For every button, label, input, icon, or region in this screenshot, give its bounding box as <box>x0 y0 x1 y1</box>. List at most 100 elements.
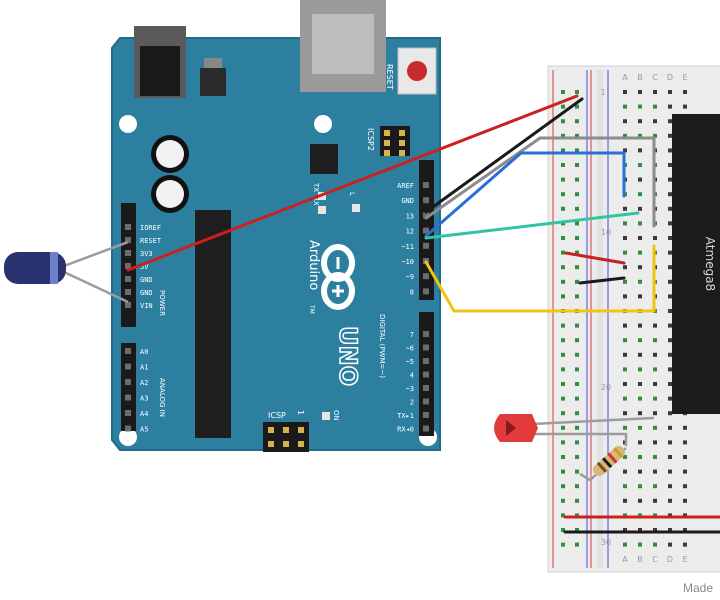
column-letter: A <box>622 555 628 564</box>
breadboard-hole <box>623 90 627 94</box>
breadboard-hole <box>638 206 642 211</box>
mounting-hole <box>119 115 137 133</box>
pin-socket <box>125 250 131 256</box>
pin-label: ~9 <box>406 273 414 281</box>
pin-label: ~5 <box>406 358 414 366</box>
breadboard-hole <box>683 425 687 430</box>
pin-socket <box>125 410 131 416</box>
voltage-regulator <box>200 68 226 96</box>
rail-hole <box>575 279 579 284</box>
analog-header <box>121 343 136 431</box>
breadboard-hole <box>683 498 687 503</box>
rail-hole <box>575 352 579 357</box>
reset-button-cap[interactable] <box>407 61 427 81</box>
breadboard-hole <box>668 177 672 182</box>
pin-socket <box>423 371 429 378</box>
column-letter: B <box>637 555 643 564</box>
pin-label: 5V <box>140 263 149 271</box>
rail-hole <box>575 498 579 503</box>
tx-label: TX <box>312 182 320 192</box>
breadboard-hole <box>638 440 642 445</box>
rail-hole <box>575 90 579 94</box>
rail-hole <box>561 513 565 518</box>
pin-socket <box>125 302 131 308</box>
row-number: 1 <box>600 88 605 97</box>
breadboard-hole <box>623 338 627 343</box>
rail-hole <box>575 206 579 211</box>
digital-label: DIGITAL (PWM=~) <box>378 314 386 378</box>
analog-pin-sockets <box>125 348 131 432</box>
pin-socket <box>423 425 429 432</box>
breadboard-hole <box>668 484 672 489</box>
row-number: 30 <box>601 538 611 547</box>
rail-hole <box>575 133 579 138</box>
pin-socket <box>125 224 131 230</box>
breadboard-hole <box>623 119 627 124</box>
breadboard-hole <box>623 323 627 328</box>
rail-hole <box>561 469 565 474</box>
breadboard-hole <box>668 411 672 416</box>
l-label: L <box>348 192 356 196</box>
column-letter: D <box>667 73 673 82</box>
breadboard-hole <box>668 148 672 153</box>
breadboard-hole <box>653 513 657 518</box>
icsp-label: ICSP <box>268 411 286 420</box>
icsp-pin1-label: 1 <box>296 410 305 415</box>
breadboard-hole <box>638 221 642 226</box>
breadboard-hole <box>668 352 672 357</box>
pin-label: AREF <box>397 182 414 190</box>
pin-socket <box>125 263 131 269</box>
rail-hole <box>575 148 579 153</box>
breadboard-hole <box>623 498 627 503</box>
breadboard-hole <box>653 382 657 386</box>
capacitor-lead <box>63 240 129 268</box>
pin-label: GND <box>140 289 153 297</box>
rail-hole <box>561 484 565 489</box>
breadboard-hole <box>638 90 642 94</box>
breadboard-hole <box>638 528 642 532</box>
rail-hole <box>575 104 579 109</box>
pin-label: 7 <box>410 331 414 339</box>
pin-label: 8 <box>410 288 414 296</box>
rx-label: RX <box>312 196 320 206</box>
breadboard-hole <box>668 338 672 343</box>
trademark: TM <box>308 304 315 314</box>
breadboard-hole <box>668 294 672 299</box>
breadboard-hole <box>623 382 627 386</box>
power-pin-sockets <box>125 224 131 308</box>
rail-hole <box>575 192 579 197</box>
wire-5v-red <box>126 94 579 272</box>
digital-pin-sockets <box>423 182 429 432</box>
breadboard-hole <box>638 455 642 459</box>
pin-socket <box>423 227 429 234</box>
breadboard-hole <box>623 469 627 474</box>
pin-label: ~11 <box>401 243 414 251</box>
pin-socket <box>423 331 429 337</box>
row-number: 10 <box>601 228 611 237</box>
pin-socket <box>423 182 429 188</box>
rail-hole <box>561 382 565 386</box>
column-letter: C <box>652 555 658 564</box>
rail-hole <box>561 148 565 153</box>
rail-hole <box>575 484 579 489</box>
pin-label: A2 <box>140 379 148 387</box>
rail-hole <box>561 236 565 240</box>
rail-hole <box>575 323 579 328</box>
breadboard-hole <box>638 323 642 328</box>
pin-label: A1 <box>140 364 148 372</box>
rail-hole <box>561 396 565 401</box>
icsp-header <box>263 422 309 452</box>
breadboard-hole <box>668 513 672 518</box>
column-letter: E <box>682 555 687 564</box>
breadboard-hole <box>668 382 672 386</box>
pin-label: VIN <box>140 302 153 310</box>
breadboard-hole <box>668 528 672 532</box>
pin-socket <box>125 425 131 432</box>
resistor-band <box>602 457 613 469</box>
pin-socket <box>423 412 429 418</box>
column-letters-bottom: A B C D E <box>622 555 687 564</box>
rail-hole <box>575 119 579 124</box>
breadboard-hole <box>623 221 627 226</box>
rail-hole <box>575 265 579 270</box>
